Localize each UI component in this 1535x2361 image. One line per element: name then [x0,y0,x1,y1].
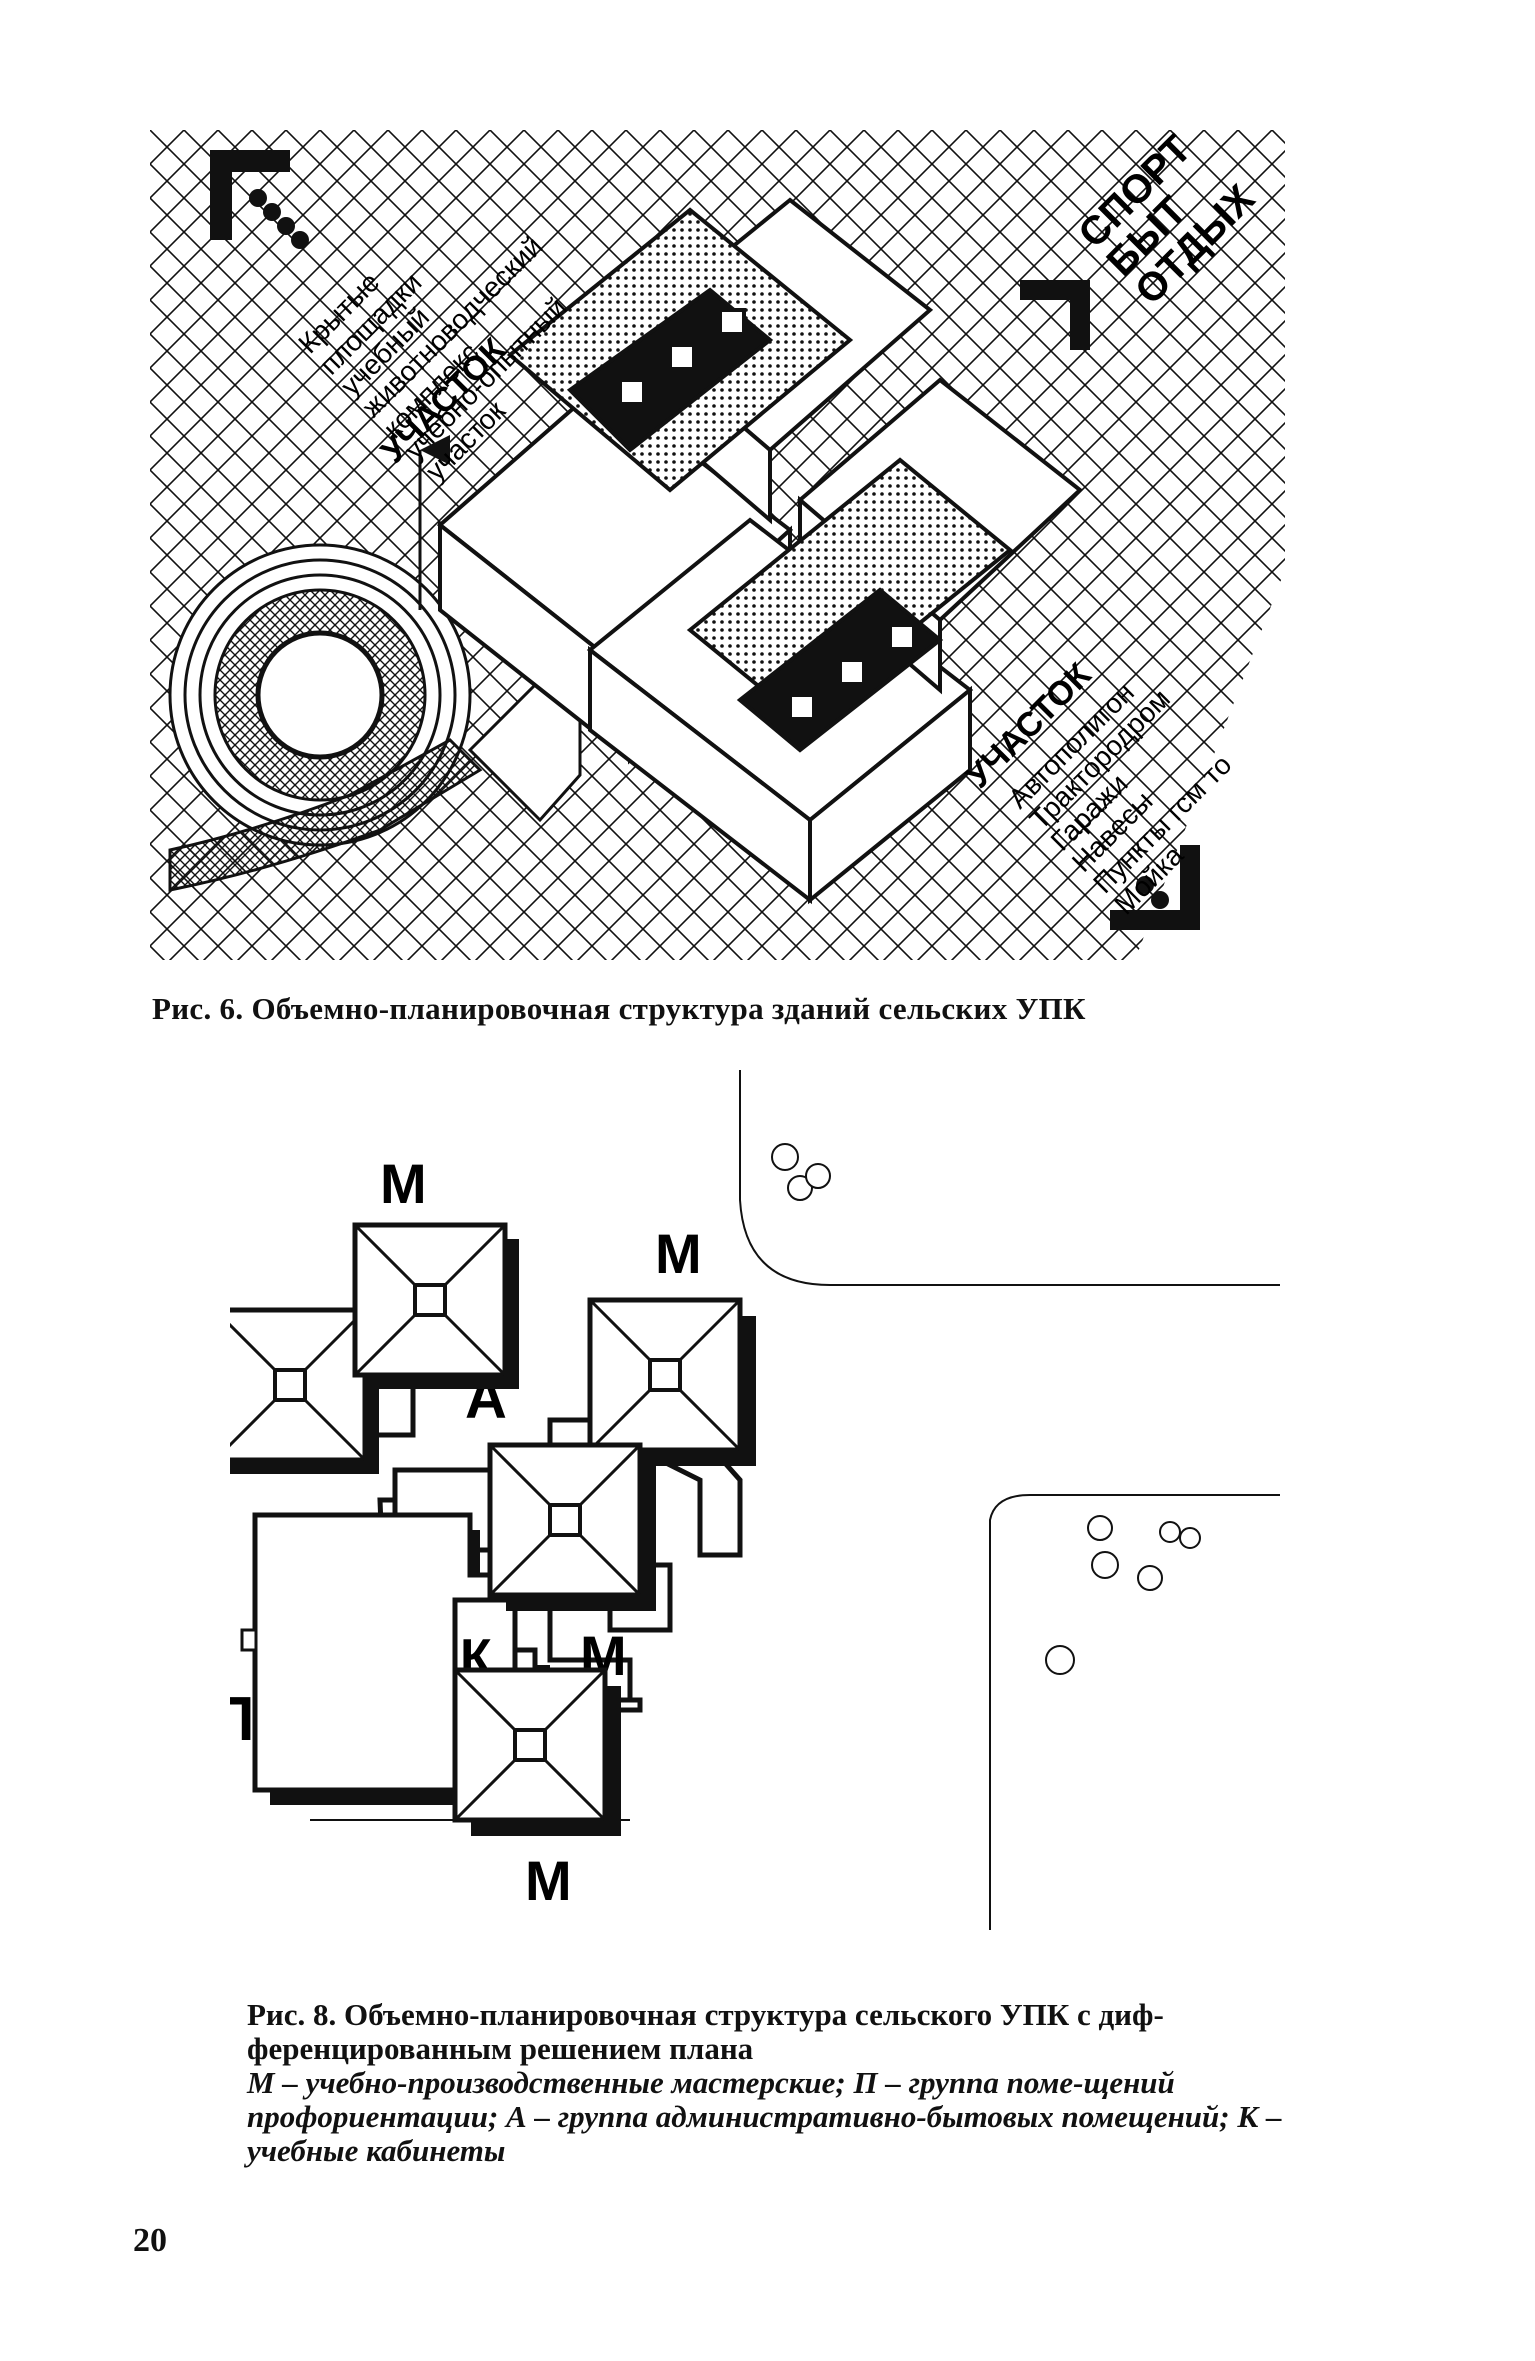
tree-icon [771,1143,1201,1675]
figure-8-caption: Рис. 8. Объемно-планировочная структура … [247,1998,1297,2168]
pavilion-m-left: М [150,1299,379,1474]
pavilion-m-right-top: М [587,1222,756,1466]
pavilion-m-center: М [487,1442,656,1687]
pavilion-m-bottom: М [452,1667,621,1912]
label-m-right-top: М [655,1222,702,1285]
round-plaza [168,543,582,892]
figure-8-caption-legend: М – учебно-производственные мастерские; … [247,2065,1282,2168]
page-number: 20 [133,2222,167,2259]
label-p: П [230,1685,255,1754]
figure-6-isometric-plan: Крытые площадки учебный животноводческий… [150,127,1285,960]
figure-8-plan: П К К А М М М [150,1060,1280,1940]
figure-6-caption: Рис. 6. Объемно-планировочная структура … [152,991,1086,1026]
label-m-bottom: М [525,1849,572,1912]
figure-8-caption-lead: Рис. 8. Объемно-планировочная структура … [247,1997,1164,2066]
corner-bracket-bottom-right-icon [1110,845,1200,930]
corner-bracket-top-left-icon [210,150,309,249]
flag-icon [418,435,450,610]
pavilion-m-top: М [352,1152,519,1389]
label-m-top: М [380,1152,427,1215]
arrow-top-right-icon [1020,280,1090,350]
building-complex [436,197,1084,905]
